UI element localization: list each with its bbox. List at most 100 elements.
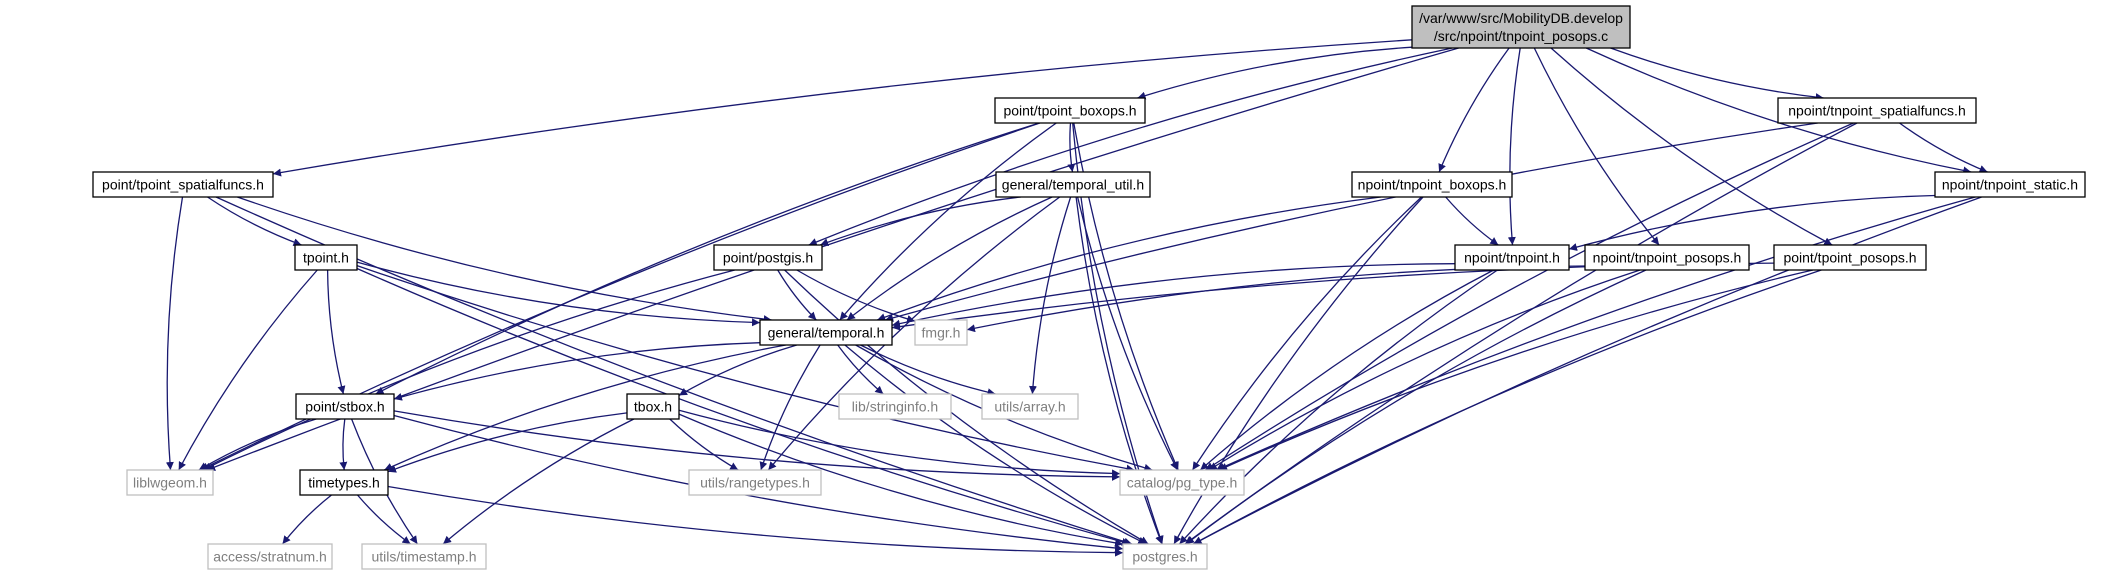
edge-postgis-to-liblwgeom: [202, 269, 735, 471]
edge-tbox-to-pg_type: [678, 409, 1121, 478]
edge-np_static-to-pg_type: [1216, 196, 1976, 471]
node-stbox[interactable]: point/stbox.h: [295, 393, 395, 420]
edge-tbox-to-timestamp: [442, 418, 635, 545]
node-box-np_posops: [1584, 244, 1750, 271]
edge-temporal_util-to-rangetypes: [767, 196, 1061, 471]
edge-stbox-to-postgres: [393, 414, 1124, 552]
edge-root-to-np_spatialfuncs: [1610, 47, 1824, 102]
node-liblwgeom: liblwgeom.h: [126, 469, 214, 496]
node-pt_boxops[interactable]: point/tpoint_boxops.h: [994, 97, 1146, 124]
node-rangetypes: utils/rangetypes.h: [688, 469, 822, 496]
node-box-timetypes: [299, 469, 389, 496]
edge-root-to-np_posops: [1533, 47, 1660, 246]
node-label-pt_posops: point/tpoint_posops.h: [1783, 250, 1916, 266]
edge-temporal-to-stbox: [393, 342, 761, 401]
edge-tpoint-to-postgres: [356, 267, 1131, 546]
edge-root-to-np_boxops: [1438, 47, 1510, 173]
node-root[interactable]: /var/www/src/MobilityDB.develop/src/npoi…: [1411, 5, 1631, 49]
edge-np_spatialfuncs-to-pg_type: [1205, 122, 1854, 471]
node-box-root: [1411, 5, 1631, 49]
node-label-np_spatialfuncs: npoint/tnpoint_spatialfuncs.h: [1788, 103, 1965, 119]
node-pt_posops[interactable]: point/tpoint_posops.h: [1773, 244, 1927, 271]
node-tpoint[interactable]: tpoint.h: [294, 244, 358, 271]
edge-tpoint-to-stbox: [326, 269, 346, 395]
node-label-utils_array: utils/array.h: [994, 399, 1065, 415]
node-layer: /var/www/src/MobilityDB.develop/src/npoi…: [92, 5, 2086, 570]
edge-temporal-to-postgres: [844, 344, 1147, 545]
edge-postgis-to-postgres: [784, 269, 1149, 545]
edge-stbox-to-timetypes: [339, 418, 348, 471]
edge-pt_posops-to-postgres: [1193, 269, 1822, 545]
node-label-tbox: tbox.h: [634, 399, 672, 415]
node-box-fmgr: [914, 319, 968, 346]
node-np_posops[interactable]: npoint/tnpoint_posops.h: [1584, 244, 1750, 271]
edge-root-to-liblwgeom: [206, 47, 1459, 471]
node-box-postgres: [1122, 543, 1208, 570]
node-label-temporal_util: general/temporal_util.h: [1002, 177, 1144, 193]
node-label-postgres: postgres.h: [1132, 549, 1197, 565]
edge-root-to-pt_boxops: [1137, 46, 1413, 100]
root-label-line-1: /var/www/src/MobilityDB.develop: [1419, 10, 1623, 26]
node-label-liblwgeom: liblwgeom.h: [133, 475, 207, 491]
edge-tpoint-to-pg_type: [356, 264, 1135, 473]
node-label-pt_boxops: point/tpoint_boxops.h: [1003, 103, 1136, 119]
edge-temporal_util-to-pg_type: [1076, 196, 1178, 471]
edge-pt_spatialfuncs-to-liblwgeom: [165, 196, 184, 471]
node-label-fmgr: fmgr.h: [922, 325, 961, 341]
node-pg_type: catalog/pg_type.h: [1119, 469, 1245, 496]
edge-np_boxops-to-np_tnpoint: [1445, 196, 1499, 246]
edge-temporal-to-stringinfo: [837, 344, 884, 395]
node-timestamp: utils/timestamp.h: [361, 543, 487, 570]
edge-root-to-pt_posops: [1550, 47, 1833, 246]
edge-np_static-to-postgres: [1193, 196, 1982, 545]
node-box-pg_type: [1119, 469, 1245, 496]
edge-stbox-to-pg_type: [393, 410, 1121, 481]
node-box-pt_boxops: [994, 97, 1146, 124]
edge-temporal-to-tbox: [678, 344, 797, 396]
edge-root-to-postgis: [808, 47, 1453, 246]
node-pt_spatialfuncs[interactable]: point/tpoint_spatialfuncs.h: [92, 171, 274, 198]
node-tbox[interactable]: tbox.h: [626, 393, 680, 420]
edge-timetypes-to-timestamp: [357, 494, 411, 545]
edge-pt_spatialfuncs-to-tpoint: [207, 196, 302, 246]
node-label-pt_spatialfuncs: point/tpoint_spatialfuncs.h: [102, 177, 264, 193]
edge-temporal_util-to-utils_array: [1028, 196, 1072, 395]
edge-timetypes-to-stratnum: [281, 494, 332, 545]
node-label-stratnum: access/stratnum.h: [213, 549, 327, 565]
node-np_boxops[interactable]: npoint/tnpoint_boxops.h: [1351, 171, 1513, 198]
edge-np_posops-to-postgres: [1185, 269, 1647, 545]
node-np_static[interactable]: npoint/tnpoint_static.h: [1934, 171, 2086, 198]
node-label-timetypes: timetypes.h: [308, 475, 380, 491]
node-box-tpoint: [294, 244, 358, 271]
edge-tpoint-to-liblwgeom: [178, 269, 318, 471]
node-timetypes[interactable]: timetypes.h: [299, 469, 389, 496]
node-postgis[interactable]: point/postgis.h: [713, 244, 823, 271]
node-box-stringinfo: [838, 393, 952, 420]
edge-pt_boxops-to-temporal_util: [1067, 122, 1076, 173]
edge-np_spatialfuncs-to-temporal: [885, 122, 1818, 322]
node-box-np_boxops: [1351, 171, 1513, 198]
node-temporal_util[interactable]: general/temporal_util.h: [995, 171, 1151, 198]
edge-temporal_util-to-postgis: [819, 196, 1021, 246]
node-box-pt_posops: [1773, 244, 1927, 271]
node-box-temporal_util: [995, 171, 1151, 198]
node-np_spatialfuncs[interactable]: npoint/tnpoint_spatialfuncs.h: [1777, 97, 1977, 124]
node-box-temporal: [759, 319, 893, 346]
node-box-rangetypes: [688, 469, 822, 496]
node-label-rangetypes: utils/rangetypes.h: [700, 475, 810, 491]
edge-np_static-to-np_tnpoint: [1568, 194, 1936, 251]
edge-pt_posops-to-pg_type: [1218, 269, 1814, 471]
node-label-stbox: point/stbox.h: [305, 399, 384, 415]
node-box-np_static: [1934, 171, 2086, 198]
node-label-np_boxops: npoint/tnpoint_boxops.h: [1358, 177, 1507, 193]
node-temporal[interactable]: general/temporal.h: [759, 319, 893, 346]
node-box-pt_spatialfuncs: [92, 171, 274, 198]
node-np_tnpoint[interactable]: npoint/tnpoint.h: [1454, 244, 1570, 271]
edge-pt_posops-to-temporal: [891, 262, 1775, 331]
edge-np_spatialfuncs-to-np_static: [1899, 122, 1988, 173]
edge-stbox-to-liblwgeom: [198, 418, 317, 471]
edge-postgis-to-temporal: [777, 269, 817, 321]
edge-temporal_util-to-temporal: [846, 196, 1053, 321]
edge-np_posops-to-fmgr: [966, 265, 1586, 333]
